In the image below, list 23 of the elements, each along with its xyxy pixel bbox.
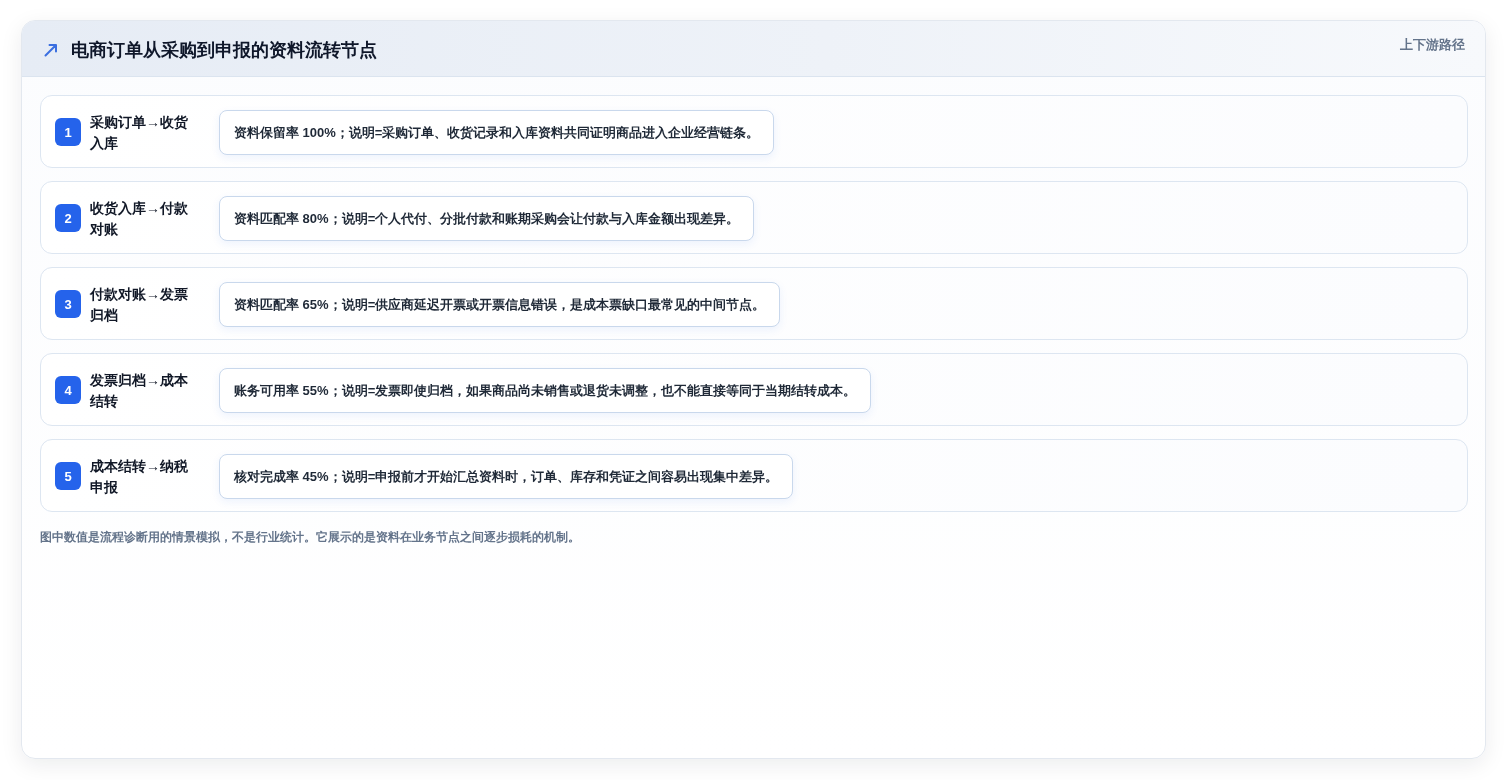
step-label: 采购订单→收货入库: [90, 113, 189, 153]
step-row: [40, 181, 1468, 254]
detail-box: 资料保留率 100%；说明=采购订单、收货记录和入库资料共同证明商品进入企业经营链条。: [219, 110, 775, 155]
step-label: 发票归档→成本结转: [90, 371, 189, 411]
detail-box: 账务可用率 55%；说明=发票即使归档，如果商品尚未销售或退货未调整，也不能直接等同于当期结转成本。: [219, 368, 872, 413]
step-row: [40, 267, 1468, 340]
footnote: 图中数值是流程诊断用的情景模拟，不是行业统计。它展示的是资料在业务节点之间逐步损耗的机制。: [40, 529, 580, 546]
detail-box: 核对完成率 45%；说明=申报前才开始汇总资料时，订单、库存和凭证之间容易出现集中差异。: [219, 454, 794, 499]
number-badge: 5: [55, 462, 81, 490]
detail-box: 资料匹配率 80%；说明=个人代付、分批付款和账期采购会让付款与入库金额出现差异。: [219, 196, 755, 241]
step-row: [40, 353, 1468, 426]
title: 电商订单从采购到申报的资料流转节点: [71, 39, 377, 62]
number-badge: 1: [55, 118, 81, 146]
number-badge: 2: [55, 204, 81, 232]
step-label: 收货入库→付款对账: [90, 199, 189, 239]
number-badge: 3: [55, 290, 81, 318]
number-badge: 4: [55, 376, 81, 404]
detail-box: 资料匹配率 65%；说明=供应商延迟开票或开票信息错误，是成本票缺口最常见的中间节点。: [219, 282, 781, 327]
header-note: 上下游路径: [1400, 36, 1465, 54]
step-label: 成本结转→纳税申报: [90, 457, 189, 497]
step-row: [40, 95, 1468, 168]
step-label: 付款对账→发票归档: [90, 285, 189, 325]
step-row: [40, 439, 1468, 512]
